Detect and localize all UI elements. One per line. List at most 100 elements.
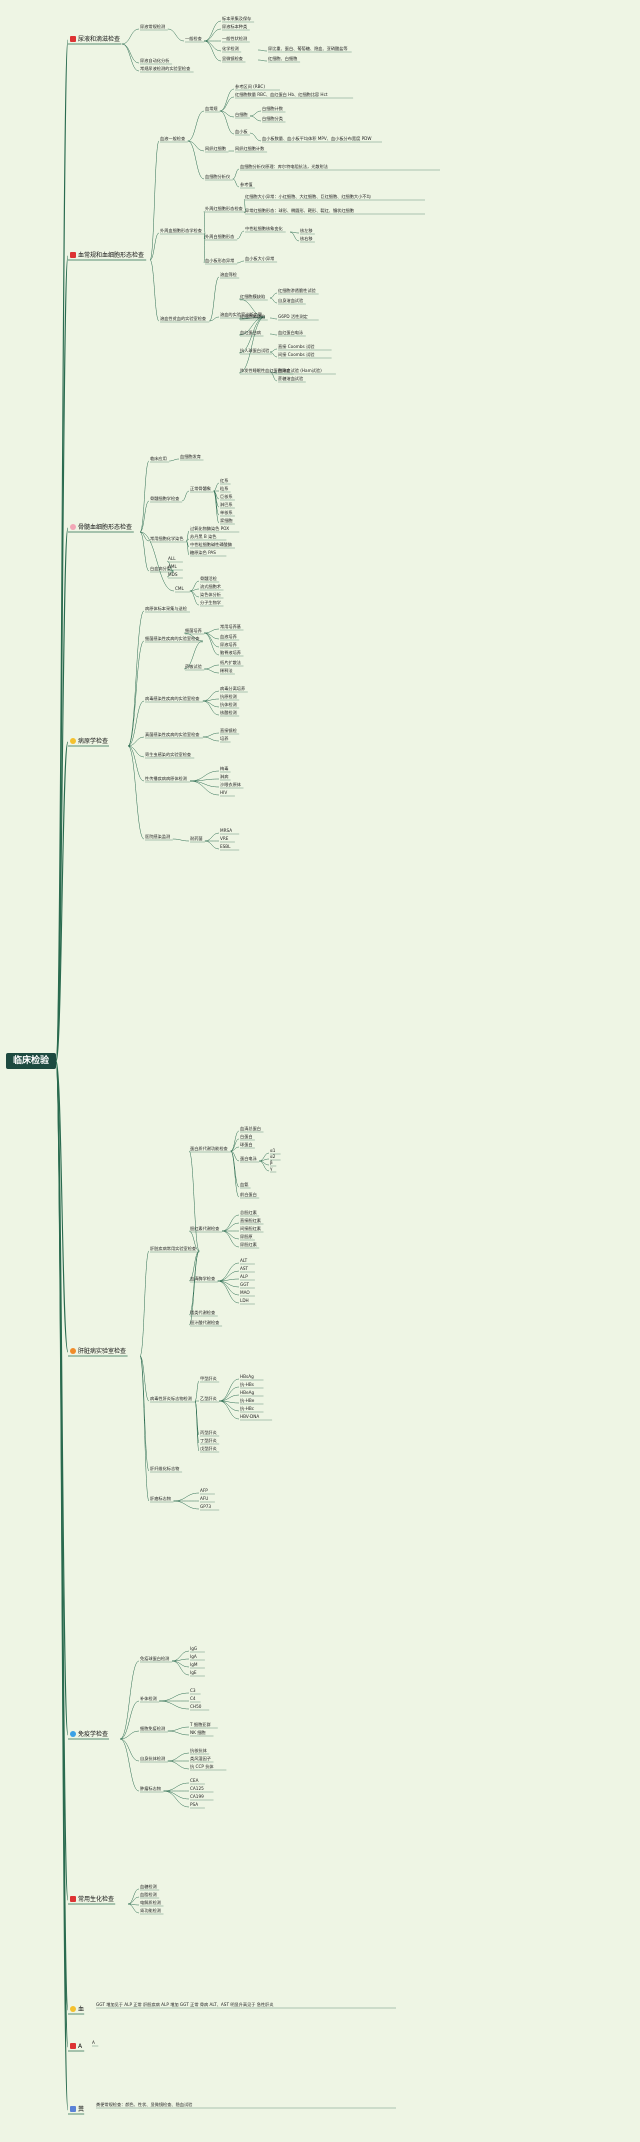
node-n182[interactable]: HBeAg bbox=[240, 1390, 255, 1395]
node-n065[interactable]: 自身溶血试验 bbox=[278, 298, 304, 303]
node-n129[interactable]: 性传播疾病病原体检测 bbox=[145, 776, 187, 781]
node-n177[interactable]: 病毒性肝炎标志物检测 bbox=[150, 1396, 192, 1401]
node-n022[interactable]: 网织红细胞 bbox=[205, 146, 226, 151]
node-n098[interactable]: MDS bbox=[168, 572, 178, 577]
node-n191[interactable]: 肝癌标志物 bbox=[150, 1496, 171, 1501]
node-n230[interactable]: 血糖检测 bbox=[140, 1884, 157, 1889]
node-n102[interactable]: 染色体分析 bbox=[200, 592, 221, 597]
node-n144[interactable]: ESBL bbox=[220, 844, 231, 849]
node-n190[interactable]: 肝纤维化标志物 bbox=[150, 1466, 180, 1471]
node-n044[interactable]: 外周白细胞形态 bbox=[205, 234, 235, 239]
node-n047[interactable]: 核右移 bbox=[300, 236, 313, 241]
node-n115[interactable]: 尿液培养 bbox=[220, 642, 237, 647]
node-n183[interactable]: 抗-HBe bbox=[240, 1398, 255, 1403]
node-n163[interactable]: 总胆红素 bbox=[240, 1210, 257, 1215]
node-n141[interactable]: 耐药菌 bbox=[190, 836, 203, 841]
node-n233[interactable]: 肾功能检测 bbox=[140, 1908, 161, 1913]
node-n173[interactable]: MAO bbox=[240, 1290, 250, 1295]
node-n005[interactable]: 一般性状检测 bbox=[222, 36, 248, 41]
node-n127[interactable]: 培养 bbox=[220, 736, 229, 741]
node-n231[interactable]: 血脂检测 bbox=[140, 1892, 157, 1897]
node-n099[interactable]: CML bbox=[175, 586, 184, 591]
node-n002[interactable]: 一般检查 bbox=[185, 36, 202, 41]
node-n066[interactable]: 红细胞酶缺陷 bbox=[240, 314, 266, 319]
node-n208[interactable]: CH50 bbox=[190, 1704, 202, 1709]
node-n024[interactable]: 参考区间 (RBC) bbox=[235, 84, 265, 89]
node-n157[interactable]: α2 bbox=[270, 1154, 276, 1159]
node-n194[interactable]: GP73 bbox=[200, 1504, 212, 1509]
node-n142[interactable]: MRSA bbox=[220, 828, 233, 833]
node-n023[interactable]: 血细胞分析仪 bbox=[205, 174, 231, 179]
node-n202[interactable]: IgA bbox=[190, 1654, 197, 1659]
node-n092[interactable]: 苏丹黑 B 染色 bbox=[190, 534, 217, 539]
node-n095[interactable]: 白血病分型 bbox=[150, 566, 171, 571]
node-n086[interactable]: 巨核系 bbox=[220, 494, 233, 499]
node-n143[interactable]: VRE bbox=[220, 836, 229, 841]
node-n150[interactable]: 肝脏疾病常用实验室检查 bbox=[150, 1246, 197, 1251]
node-n118[interactable]: 纸片扩散法 bbox=[220, 660, 241, 665]
node-n010[interactable]: 尿比重、蛋白、葡萄糖、隐血、亚硝酸盐等 bbox=[268, 46, 348, 51]
node-n179[interactable]: 乙型肝炎 bbox=[200, 1396, 217, 1401]
node-n020[interactable]: 血液一般检查 bbox=[160, 136, 186, 141]
node-n180[interactable]: HBsAg bbox=[240, 1374, 254, 1379]
node-n089[interactable]: 浆细胞 bbox=[220, 518, 233, 523]
node-n124[interactable]: 核酸检测 bbox=[220, 710, 237, 715]
node-n204[interactable]: IgE bbox=[190, 1670, 197, 1675]
node-n085[interactable]: 粒系 bbox=[220, 486, 229, 491]
node-n073[interactable]: 阵发性睡眠性血红蛋白尿症 bbox=[240, 368, 291, 373]
node-n185[interactable]: HBV-DNA bbox=[240, 1414, 260, 1419]
node-n140[interactable]: 医院感染监测 bbox=[145, 834, 171, 839]
node-n120[interactable]: 病毒感染性疾病的实验室检查 bbox=[145, 696, 200, 701]
node-n075[interactable]: 蔗糖溶血试验 bbox=[278, 376, 304, 381]
node-n061[interactable]: 溶血筛检 bbox=[220, 272, 237, 277]
node-n232[interactable]: 电解质检测 bbox=[140, 1900, 161, 1905]
node-n040[interactable]: 外周血细胞形态学检查 bbox=[160, 228, 202, 233]
node-n219[interactable]: CA199 bbox=[190, 1794, 204, 1799]
node-n100[interactable]: 骨髓活检 bbox=[200, 576, 217, 581]
node-n007[interactable]: 显微镜检查 bbox=[222, 56, 243, 61]
node-n217[interactable]: CEA bbox=[190, 1778, 199, 1783]
node-n161[interactable]: 前白蛋白 bbox=[240, 1192, 257, 1197]
section-9[interactable]: A bbox=[70, 2043, 82, 2051]
node-n068[interactable]: 血红蛋白病 bbox=[240, 330, 261, 335]
node-n158[interactable]: β bbox=[270, 1160, 273, 1165]
node-n178[interactable]: 甲型肝炎 bbox=[200, 1376, 217, 1381]
node-n112[interactable]: 细菌培养 bbox=[185, 628, 202, 633]
node-n213[interactable]: 抗核抗体 bbox=[190, 1748, 207, 1753]
node-n004[interactable]: 尿液标本种类 bbox=[222, 24, 248, 29]
node-n171[interactable]: ALP bbox=[240, 1274, 248, 1279]
node-n064[interactable]: 红细胞渗透脆性试验 bbox=[278, 288, 316, 293]
node-n080[interactable]: 临床应用 bbox=[150, 456, 167, 461]
node-n034[interactable]: 参考值 bbox=[240, 182, 253, 187]
node-n021[interactable]: 血常规 bbox=[205, 106, 218, 111]
node-n123[interactable]: 抗体检测 bbox=[220, 702, 237, 707]
node-n003[interactable]: 标本采集及保存 bbox=[222, 16, 252, 21]
node-n211[interactable]: NK 细胞 bbox=[190, 1730, 206, 1735]
node-n081[interactable]: 血细胞发育 bbox=[180, 454, 201, 459]
node-n026[interactable]: 白细胞 bbox=[235, 112, 248, 117]
node-n186[interactable]: 丙型肝炎 bbox=[200, 1430, 217, 1435]
node-n114[interactable]: 血液培养 bbox=[220, 634, 237, 639]
node-n070[interactable]: 抗人球蛋白试验 bbox=[240, 348, 270, 353]
node-n210[interactable]: T 细胞亚群 bbox=[190, 1722, 211, 1727]
section-10[interactable]: 粪 bbox=[70, 2106, 84, 2114]
node-n090[interactable]: 常用细胞化学染色 bbox=[150, 536, 184, 541]
node-n131[interactable]: 淋病 bbox=[220, 774, 229, 779]
node-n192[interactable]: AFP bbox=[200, 1488, 208, 1493]
section-6[interactable]: 免疫学检查 bbox=[70, 1731, 108, 1739]
node-n160[interactable]: 血氨 bbox=[240, 1182, 249, 1187]
node-n093[interactable]: 中性粒细胞碱性磷酸酶 bbox=[190, 542, 232, 547]
section-5[interactable]: 肝脏病实验室检查 bbox=[70, 1348, 126, 1356]
node-n169[interactable]: ALT bbox=[240, 1258, 248, 1263]
node-n218[interactable]: CA125 bbox=[190, 1786, 204, 1791]
node-n088[interactable]: 单核系 bbox=[220, 510, 233, 515]
node-n001[interactable]: 尿液常规检测 bbox=[140, 24, 166, 29]
node-n174[interactable]: LDH bbox=[240, 1298, 249, 1303]
node-n200[interactable]: 免疫球蛋白检测 bbox=[140, 1656, 170, 1661]
section-2[interactable]: 血常规和血细胞形态检查 bbox=[70, 252, 144, 260]
node-n103[interactable]: 分子生物学 bbox=[200, 600, 221, 605]
node-n091[interactable]: 过氧化物酶染色 POX bbox=[190, 526, 230, 531]
node-n006[interactable]: 化学检测 bbox=[222, 46, 239, 51]
node-n175[interactable]: 脂类代谢检查 bbox=[190, 1310, 216, 1315]
node-n151[interactable]: 蛋白质代谢功能检查 bbox=[190, 1146, 228, 1151]
